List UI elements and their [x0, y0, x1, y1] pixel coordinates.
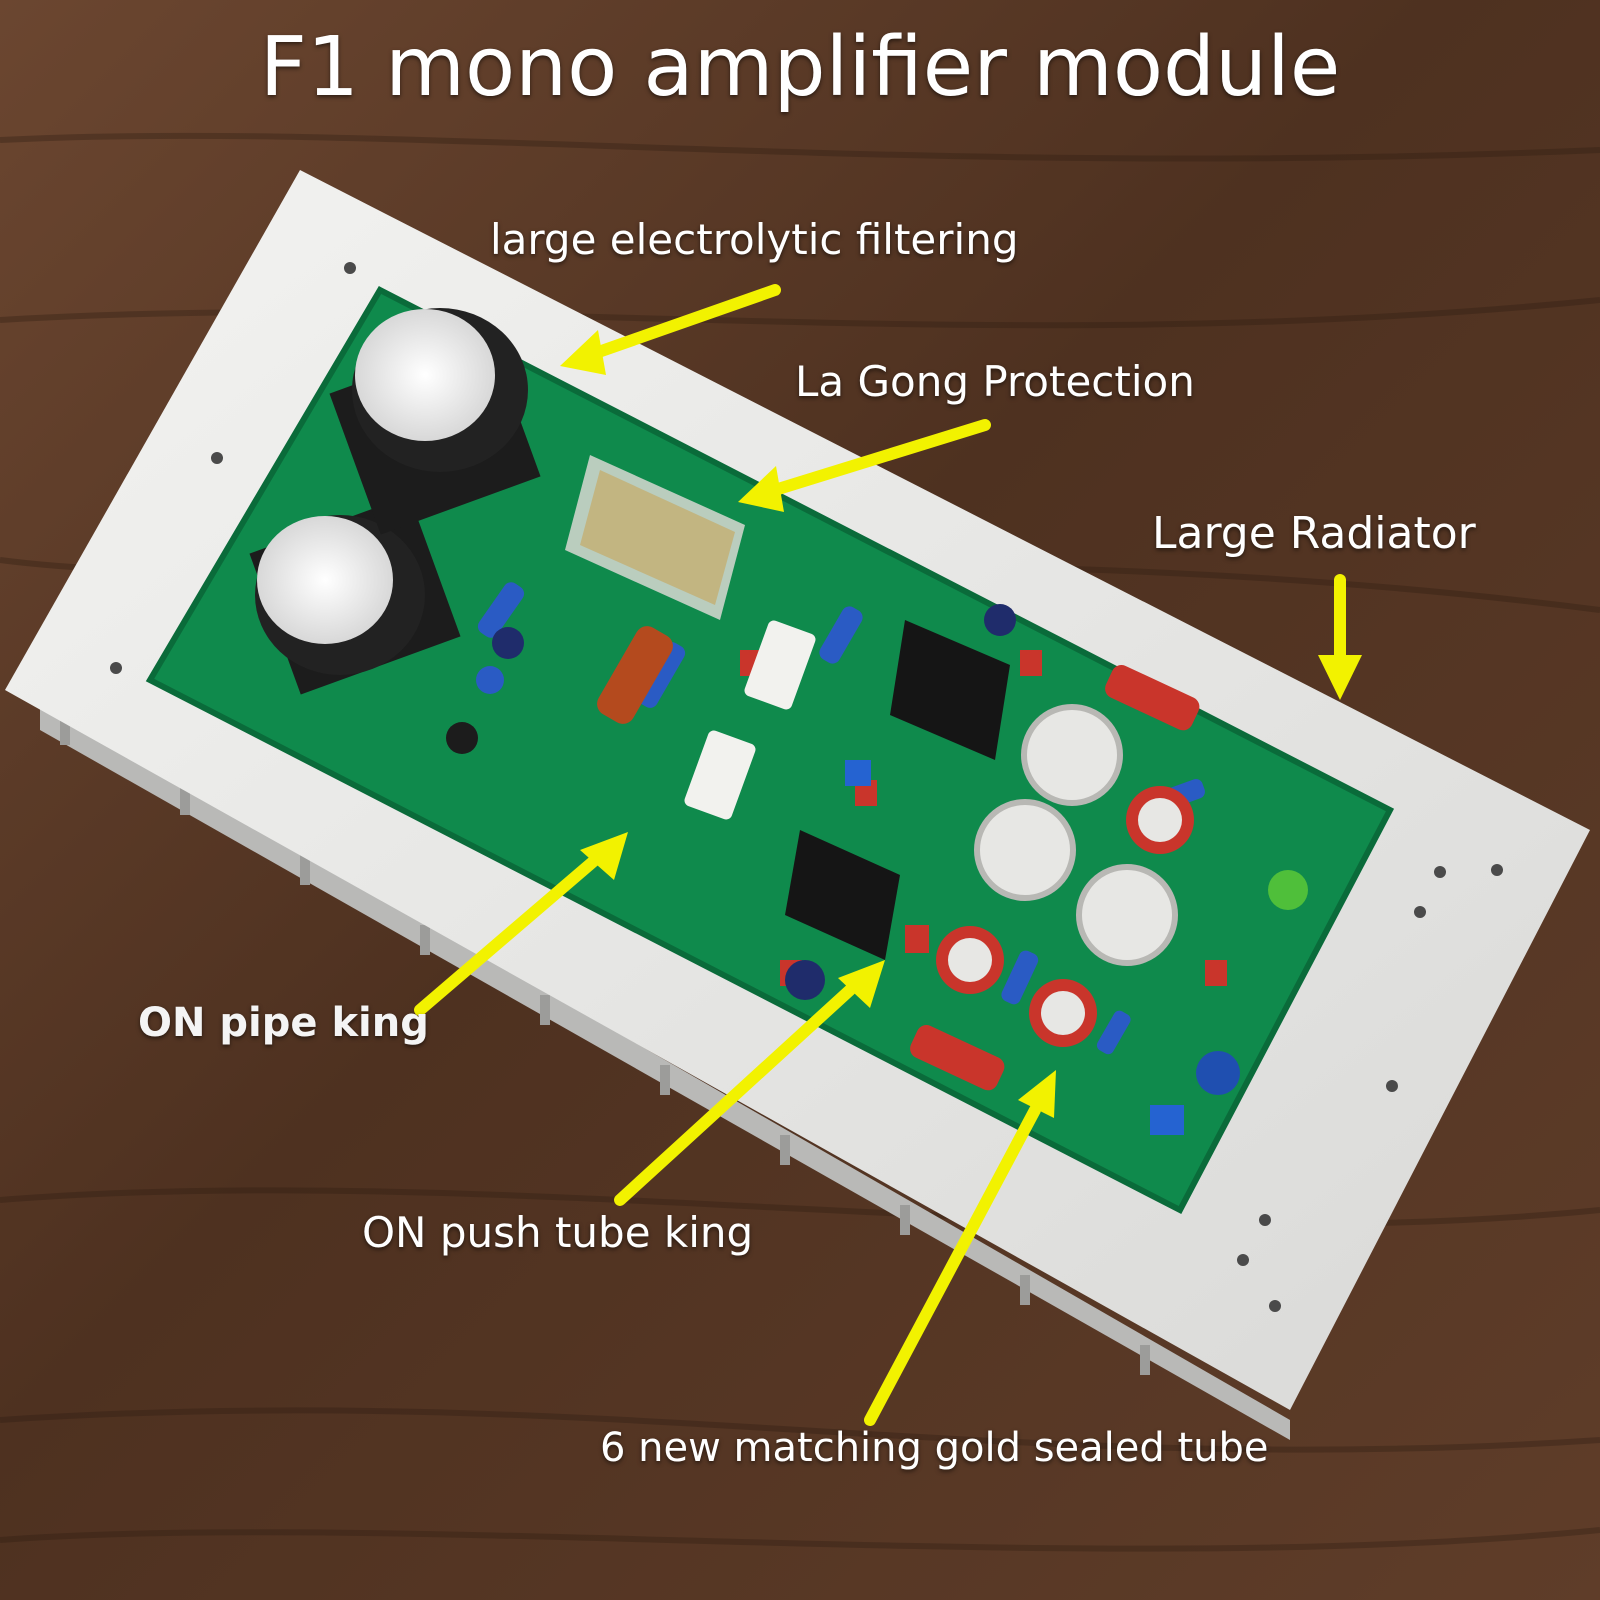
- output-transistors: [785, 620, 1010, 960]
- callout-pipe-king: ON pipe king: [138, 1000, 429, 1046]
- arrow-electrolytic: [584, 284, 781, 361]
- small-capacitors: [446, 604, 1308, 1095]
- callout-gold-tube: 6 new matching gold sealed tube: [600, 1425, 1269, 1471]
- inductor-coil: [597, 626, 673, 724]
- callout-electrolytic-filtering: large electrolytic filtering: [490, 215, 1019, 264]
- cement-resistors: [684, 620, 816, 820]
- heatsink-holes: [110, 262, 1503, 1312]
- arrow-protection: [769, 419, 991, 496]
- arrow-push-tube: [614, 984, 856, 1206]
- resistors: [477, 582, 1205, 1055]
- callout-arrows: [414, 284, 1362, 1426]
- trimmers: [845, 760, 1184, 1135]
- page-title: F1 mono amplifier module: [259, 20, 1341, 115]
- sealed-transistors: [936, 704, 1194, 1047]
- pcb-shade: [145, 286, 1395, 1215]
- arrow-pipe-king: [414, 854, 601, 1016]
- callout-radiator: Large Radiator: [1152, 508, 1476, 559]
- fin-teeth: [60, 715, 1150, 1375]
- filter-capacitors: [249, 308, 541, 695]
- callout-protection: La Gong Protection: [795, 357, 1195, 406]
- protection-relay: [565, 455, 745, 620]
- pcb-board: [150, 290, 1390, 1210]
- callout-push-tube: ON push tube king: [362, 1208, 754, 1257]
- arrow-gold-tube: [864, 1104, 1041, 1426]
